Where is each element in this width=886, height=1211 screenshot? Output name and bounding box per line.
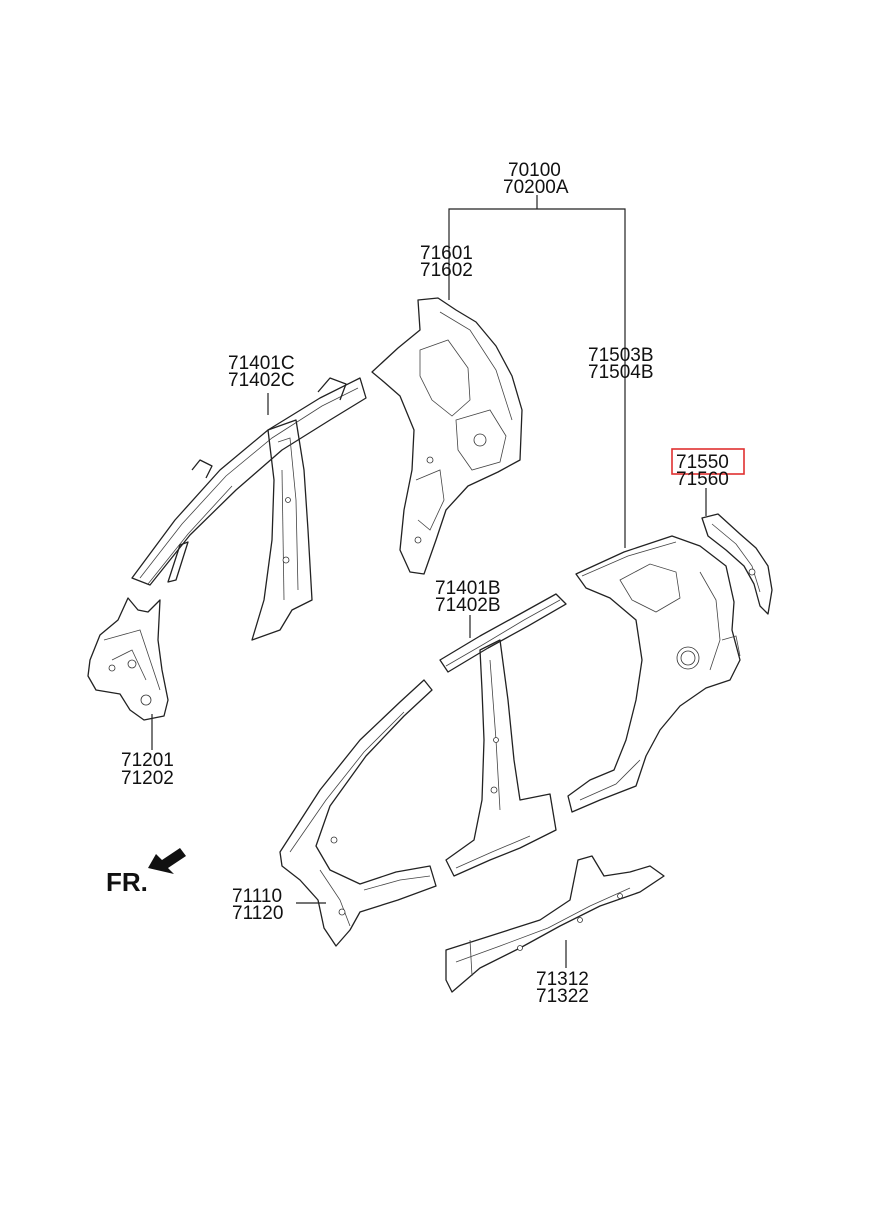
callout-panel-quarter-outer: 71503B 71504B [588,345,654,383]
callout-assembly-line2: 70200A [503,177,569,198]
callout-rail-roof-side-b: 71401B 71402B [435,578,501,616]
callout-pillar-front-inner-line1: 71201 [121,750,174,771]
callout-extension-quarter-line1: 71550 [676,452,729,473]
callout-panel-quarter-outer-line1: 71503B [588,345,654,366]
callout-assembly-line1: 70100 [508,160,561,181]
callout-rail-roof-side-c-line1: 71401C [228,353,295,374]
callout-panel-inner-quarter-line1: 71601 [420,243,473,264]
callout-pillar-front-inner: 71201 71202 [121,750,174,789]
callout-sill-side-line2: 71322 [536,986,589,1007]
callout-sill-side-line1: 71312 [536,969,589,990]
part-panel-quarter-outer [567,535,741,813]
callout-extension-quarter-line2: 71560 [676,469,729,490]
callout-panel-inner-quarter: 71601 71602 [420,243,473,281]
front-direction-indicator: FR. [106,848,186,897]
part-sill-side [445,855,665,993]
part-pillar-front-outer [279,679,437,947]
callout-rail-roof-side-c-line2: 71402C [228,370,295,391]
callout-panel-quarter-outer-line2: 71504B [588,362,654,383]
leader-lines [151,195,707,968]
callout-pillar-front-outer-line1: 71110 [232,886,282,907]
part-rail-roof-side-c [131,377,367,641]
callout-assembly: 70100 70200A [503,160,569,198]
callout-pillar-front-outer-line2: 71120 [232,903,283,924]
callout-pillar-front-inner-line2: 71202 [121,768,174,789]
front-arrow-icon [148,848,186,874]
callout-sill-side: 71312 71322 [536,969,589,1007]
front-direction-label: FR. [106,867,148,897]
callout-pillar-front-outer: 71110 71120 [232,886,283,924]
callout-highlight-box [671,448,745,475]
part-panel-inner-quarter [371,297,523,575]
part-extension-quarter [701,513,773,615]
callout-extension-quarter[interactable]: 71550 71560 [671,448,745,490]
callout-panel-inner-quarter-line2: 71602 [420,260,473,281]
callout-rail-roof-side-c: 71401C 71402C [228,353,295,391]
callout-rail-roof-side-b-line2: 71402B [435,595,501,616]
callout-rail-roof-side-b-line1: 71401B [435,578,501,599]
part-pillar-front-inner [87,597,169,721]
part-rail-roof-side-b [439,593,567,877]
